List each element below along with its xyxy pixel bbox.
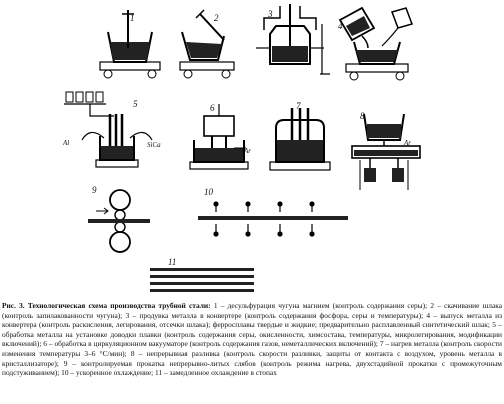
stage-3-number: 3: [268, 9, 273, 19]
caption-title: Рис. 3. Технологическая схема производст…: [2, 301, 211, 310]
stage-9-number: 9: [92, 185, 97, 195]
stage-3-converter: [250, 4, 330, 80]
stage-1-desulfurization: [88, 8, 168, 80]
stage-10-accelerated-cooling: [196, 190, 350, 248]
label-al: Al: [63, 139, 70, 147]
caption-body: 1 – десульфурация чугуна магнием (контро…: [2, 301, 502, 378]
stage-9-drawing: [88, 189, 150, 253]
stage-3-drawing: [256, 4, 330, 75]
stage-5-drawing: [64, 91, 153, 168]
stage-1-number: 1: [130, 13, 135, 23]
label-ar-8: Ar: [404, 139, 411, 147]
stage-6-vacuum-degasser: [186, 102, 256, 174]
stage-7-drawing: [269, 108, 331, 171]
stage-2-number: 2: [214, 13, 219, 23]
stage-2-slag-skimming: [172, 9, 242, 80]
stage-6-number: 6: [210, 103, 215, 113]
stage-11-drawing: [150, 268, 254, 292]
stage-8-number: 8: [360, 111, 365, 121]
stage-7-heating: [268, 104, 336, 174]
figure-caption: Рис. 3. Технологическая схема производст…: [2, 301, 502, 378]
stage-2-drawing: [179, 9, 235, 79]
stage-4-drawing: [338, 6, 413, 81]
label-sica: SiCa: [147, 141, 161, 149]
stage-5-ladle-furnace: [60, 90, 170, 172]
label-ar-6: Ar: [244, 147, 251, 155]
stage-1-drawing: [99, 10, 161, 79]
stage-4-tapping: [332, 6, 424, 82]
stage-7-number: 7: [296, 101, 301, 111]
stage-6-drawing: [189, 104, 249, 170]
stage-10-number: 10: [204, 187, 213, 197]
stage-9-rolling: [86, 186, 156, 256]
stage-10-drawing: [198, 201, 348, 237]
stage-4-number: 4: [338, 21, 343, 31]
stage-8-drawing: [351, 113, 421, 190]
stage-8-continuous-casting: [350, 110, 424, 192]
stage-11-number: 11: [168, 257, 177, 267]
stage-11-slow-cooling: [148, 258, 258, 298]
stage-5-number: 5: [133, 99, 138, 109]
